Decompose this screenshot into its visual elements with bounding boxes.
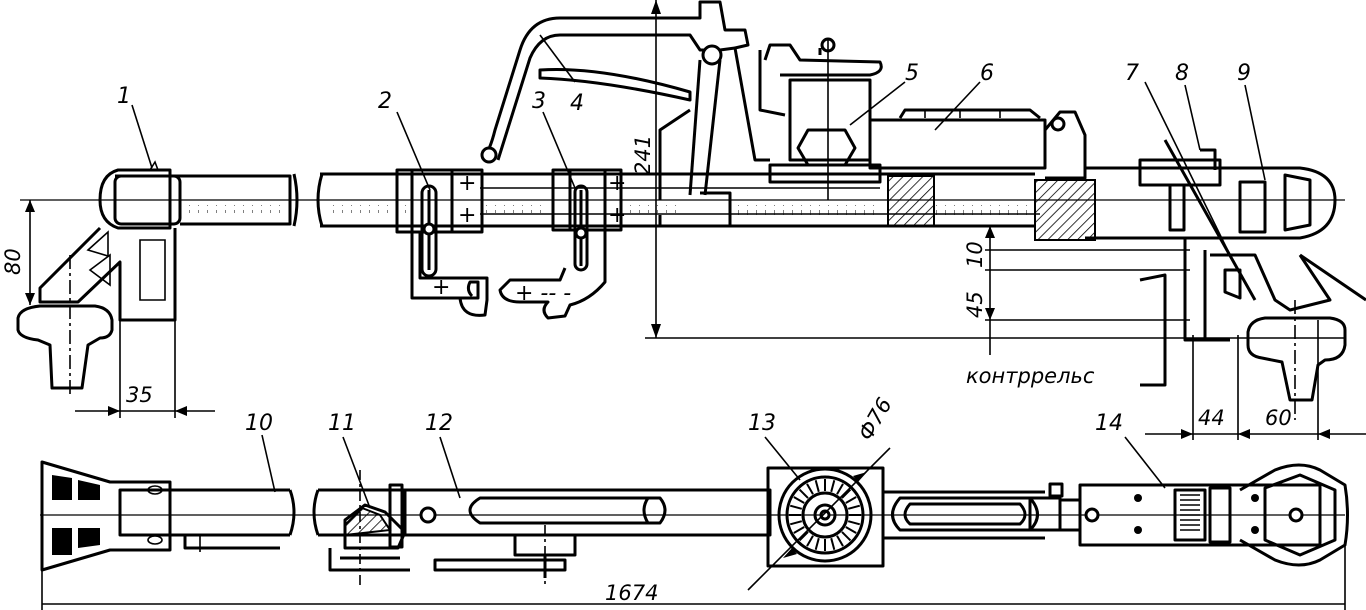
- part-label-3: 3: [532, 89, 546, 114]
- main-bar: [292, 172, 1096, 241]
- part-label-1: 1: [117, 84, 131, 109]
- part-label-14: 14: [1095, 411, 1123, 436]
- counter-rail-label: контррельс: [966, 364, 1095, 388]
- dial-tick: [798, 531, 809, 542]
- dim-1674: 1674: [41, 545, 1346, 610]
- dial-13: [747, 447, 891, 591]
- dim-80-label: 80: [1, 248, 25, 275]
- part-label-13: 13: [748, 411, 776, 436]
- dim-35-label: 35: [126, 383, 153, 407]
- dim-60-label: 60: [1265, 406, 1292, 430]
- lower-left-end: [40, 460, 296, 572]
- lower-view: 1674 Ф76 10 11 12 13 14: [40, 394, 1349, 610]
- part-label-6: 6: [980, 61, 994, 86]
- dial-tick: [789, 520, 803, 526]
- dial-tick: [841, 488, 852, 499]
- dial-tick: [793, 526, 805, 534]
- dim-241-label: 241: [631, 135, 655, 175]
- slider-2: + + +: [395, 168, 489, 317]
- dim-35: 35: [75, 320, 215, 418]
- part-label-7: 7: [1125, 61, 1139, 86]
- svg-text:+: +: [458, 171, 476, 196]
- dim-10-label: 10: [963, 241, 987, 268]
- dial-ticks: [789, 479, 861, 551]
- part-label-11: 11: [328, 411, 356, 436]
- svg-text:+: +: [608, 203, 626, 228]
- slider-3: + + + -- -: [498, 168, 626, 320]
- dial-tick: [836, 483, 844, 495]
- dim-80: 80: [1, 200, 35, 305]
- dim-76-label: Ф76: [854, 394, 897, 445]
- dial-tick: [845, 496, 857, 504]
- dial-tick: [814, 479, 820, 493]
- leaders-upper: [131, 34, 1266, 256]
- dim-44-60: 44 60: [1145, 320, 1366, 440]
- part-label-4: 4: [570, 91, 584, 116]
- part-label-9: 9: [1237, 61, 1251, 86]
- svg-text:+ -- -: + -- -: [515, 281, 571, 306]
- dial-tick: [847, 504, 861, 510]
- dial-tick: [847, 520, 861, 526]
- dial-tick: [830, 479, 836, 493]
- dim-45-10: 10 45: [963, 225, 1190, 355]
- lower-right-end: [1078, 463, 1349, 567]
- dial-tick: [798, 488, 809, 499]
- dial-tick: [806, 535, 814, 547]
- valve-5: [758, 37, 883, 200]
- part-label-2: 2: [378, 89, 392, 114]
- part-label-8: 8: [1175, 61, 1189, 86]
- svg-text:+: +: [458, 203, 476, 228]
- upper-view: + + + + + + -- -: [1, 0, 1366, 440]
- dial-tick: [806, 483, 814, 495]
- lower-right-bar: [883, 482, 1082, 540]
- dim-1674-label: 1674: [605, 581, 658, 605]
- dial-tick: [793, 496, 805, 504]
- lower-middle-bar: [312, 470, 772, 585]
- right-head: [1085, 139, 1366, 420]
- part-label-5: 5: [905, 61, 919, 86]
- dial-tick: [814, 537, 820, 551]
- dial-tick: [836, 535, 844, 547]
- dim-44-label: 44: [1198, 406, 1225, 430]
- dim-241: 241: [631, 0, 1345, 339]
- dial-tick: [830, 537, 836, 551]
- svg-text:+: +: [608, 171, 626, 196]
- plus-sign: +: [432, 275, 450, 300]
- part-label-12: 12: [425, 411, 453, 436]
- leaders-lower: [261, 434, 1166, 509]
- dial-tick: [789, 504, 803, 510]
- dial-tick: [845, 526, 857, 534]
- body-6: [868, 108, 1087, 180]
- dial-tick: [841, 531, 852, 542]
- dim-45-label: 45: [963, 291, 987, 318]
- part-label-10: 10: [245, 411, 273, 436]
- left-head: [16, 160, 292, 395]
